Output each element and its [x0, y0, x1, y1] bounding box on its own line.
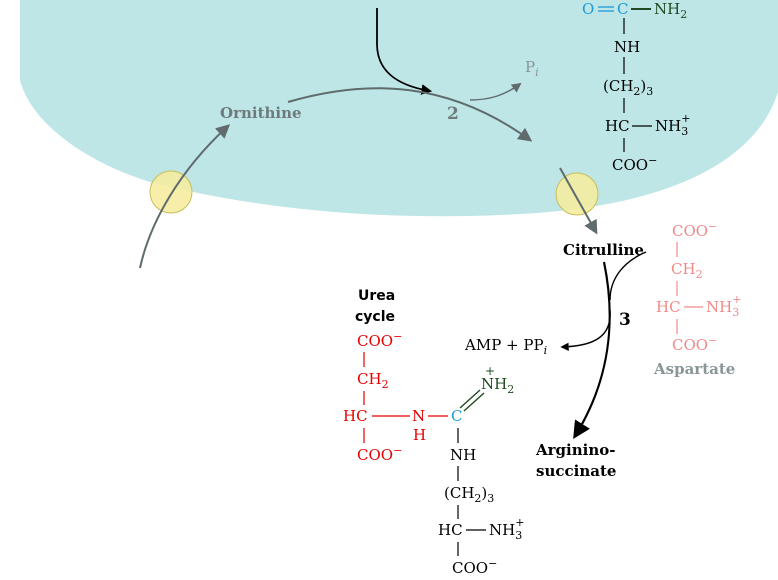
urea-cycle-label-line1: Urea: [358, 288, 395, 304]
step3-label: 3: [619, 310, 631, 330]
citrulline-nh: NH: [614, 38, 640, 56]
citrulline-hc: HC: [605, 117, 630, 135]
pi-release-arrow: [469, 82, 522, 101]
aspartate-ch2: CH2: [671, 260, 703, 281]
argininosuccinate-structure: COO− CH2 HC N H COO− C + NH2 NH (CH2)3 H…: [343, 330, 524, 577]
aspartate-coo-top: COO−: [672, 220, 717, 240]
as-coo-bottom: COO−: [452, 557, 497, 577]
ornithine-import-arrow: [139, 124, 231, 269]
aspartate-structure: COO− CH2 HC NH3+ COO−: [656, 220, 741, 354]
as-hc-bottom: HC: [438, 521, 463, 539]
amp-pp-label: AMP + PPi: [464, 336, 547, 357]
citrulline-structure: O C NH2 NH (CH2)3 HC NH3+ COO−: [582, 0, 690, 174]
as-nh: NH: [450, 446, 476, 464]
as-ch2: CH2: [357, 370, 389, 391]
ornithine-label: Ornithine: [220, 104, 302, 122]
pi-label: Pi: [525, 58, 539, 79]
aspartate-nh3: NH3+: [706, 293, 741, 319]
citrulline-nh3: NH3+: [655, 112, 690, 138]
citrulline-transporter: [555, 172, 599, 216]
argininosuccinate-label-line2: succinate: [536, 462, 616, 480]
as-nh3: NH3+: [489, 516, 524, 542]
citrulline-coo: COO−: [612, 154, 657, 174]
aspartate-label: Aspartate: [653, 360, 735, 378]
as-h: H: [413, 426, 426, 444]
step2-arc-arrow: [287, 87, 533, 142]
citrulline-c: C: [617, 0, 628, 18]
mitochondrial-matrix: [20, 0, 778, 217]
as-ch2-3: (CH2)3: [444, 484, 494, 505]
aspartate-input-curve: [609, 251, 647, 301]
aspartate-hc: HC: [656, 298, 681, 316]
citrulline-nh2: NH2: [654, 0, 687, 21]
step2-label: 2: [447, 104, 459, 124]
urea-cycle-label-line2: cycle: [355, 309, 395, 325]
citrulline-label: Citrulline: [563, 241, 644, 259]
as-n: N: [412, 407, 425, 425]
step3-main-arrow: [573, 261, 611, 439]
argininosuccinate-label-line1: Argininо-: [535, 441, 615, 459]
as-nh2-plus: +: [485, 364, 495, 378]
aspartate-coo-bottom: COO−: [672, 334, 717, 354]
amp-output-arrow: [560, 309, 611, 351]
as-coo-top: COO−: [357, 330, 402, 350]
as-nh2: NH2: [481, 375, 514, 396]
citrulline-ch2-3: (CH2)3: [603, 77, 653, 98]
citrulline-o: O: [582, 0, 594, 18]
as-coo-left-bottom: COO−: [357, 444, 402, 464]
ornithine-transporter: [149, 170, 193, 214]
carbamoyl-phosphate-arrow: [376, 8, 433, 95]
as-c: C: [451, 407, 462, 425]
as-hc-left: HC: [343, 407, 368, 425]
citrulline-export-arrow: [559, 167, 598, 235]
